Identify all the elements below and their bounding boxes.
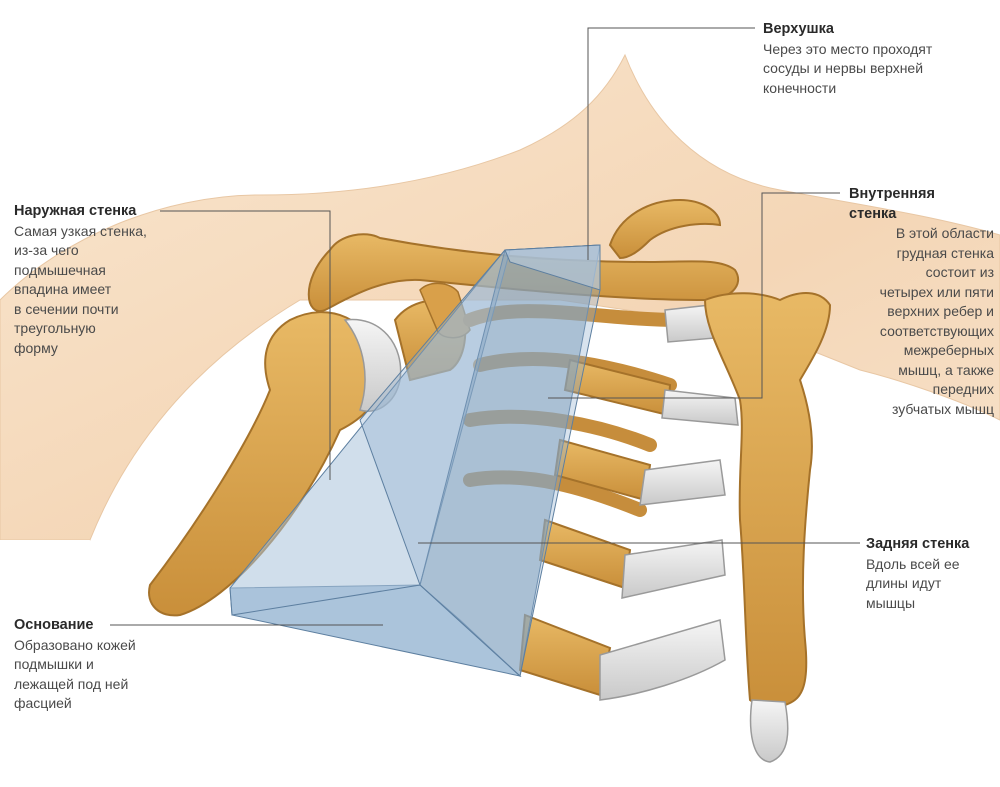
label-inner-wall-line: верхних ребер и [887,303,994,319]
label-apex: Верхушка Через это место проходят сосуды… [763,20,993,98]
label-inner-wall-line: соответствующих [879,322,994,339]
label-posterior-wall-line: мышцы [866,594,915,611]
label-inner-wall-line: четырех или пяти [879,283,994,300]
label-outer-wall-line: в сечении почти [14,300,119,317]
leader-inner [548,192,840,399]
xiphoid-process [749,699,789,763]
label-apex-line: конечности [763,79,837,96]
label-inner-wall-line: межреберных [903,342,994,358]
label-outer-wall-line: из-за чего [14,242,79,258]
label-posterior-wall-line: длины идут [866,575,942,591]
label-posterior-wall: Задняя стенка Вдоль всей ее длины идут м… [866,535,996,613]
label-inner-wall-title: стенка [849,205,897,222]
costal-cartilages [599,304,739,701]
label-outer-wall-line: треугольную [14,320,96,336]
label-base-line: лежащей под ней [14,675,129,692]
sternum-bone [703,292,832,709]
label-outer-wall-line: впадина имеет [14,281,112,297]
label-base-line: Образовано кожей [14,636,136,653]
label-apex-title: Верхушка [763,21,834,37]
label-base-title: Основание [14,617,94,633]
label-outer-wall-line: Самая узкая стенка, [14,222,147,239]
rib-front-segments [518,358,672,697]
label-posterior-wall-title: Задняя стенка [866,536,970,552]
label-inner-wall: Внутренняя стенка В этой области грудная… [849,185,994,419]
label-outer-wall-line: подмышечная [14,261,106,278]
leader-apex [587,27,755,260]
label-apex-line: Через это место проходят [763,40,933,57]
label-inner-wall-title: Внутренняя [849,186,935,202]
label-apex-line: сосуды и нервы верхней [763,60,924,76]
label-outer-wall: Наружная стенка Самая узкая стенка, из-з… [14,202,174,358]
label-posterior-wall-line: Вдоль всей ее [866,555,960,572]
label-base-line: подмышки и [14,656,94,672]
label-outer-wall-title: Наружная стенка [14,203,137,219]
first-rib [608,198,722,260]
label-inner-wall-line: мышц, а также [898,361,994,378]
label-outer-wall-line: форму [14,339,58,356]
axillary-pyramid [229,244,601,677]
label-inner-wall-line: В этой области [895,225,994,241]
pyramid-apex-face [504,244,601,291]
label-inner-wall-line: передних [932,381,994,397]
label-inner-wall-line: грудная стенка [896,244,994,261]
leader-lines [110,27,860,626]
label-base-line: фасцией [14,695,72,711]
label-base: Основание Образовано кожей подмышки и ле… [14,616,184,714]
label-inner-wall-line: зубчатых мышц [891,400,994,417]
leader-outer [160,210,331,480]
skin-left-edge [0,540,90,700]
label-inner-wall-line: состоит из [925,264,994,280]
